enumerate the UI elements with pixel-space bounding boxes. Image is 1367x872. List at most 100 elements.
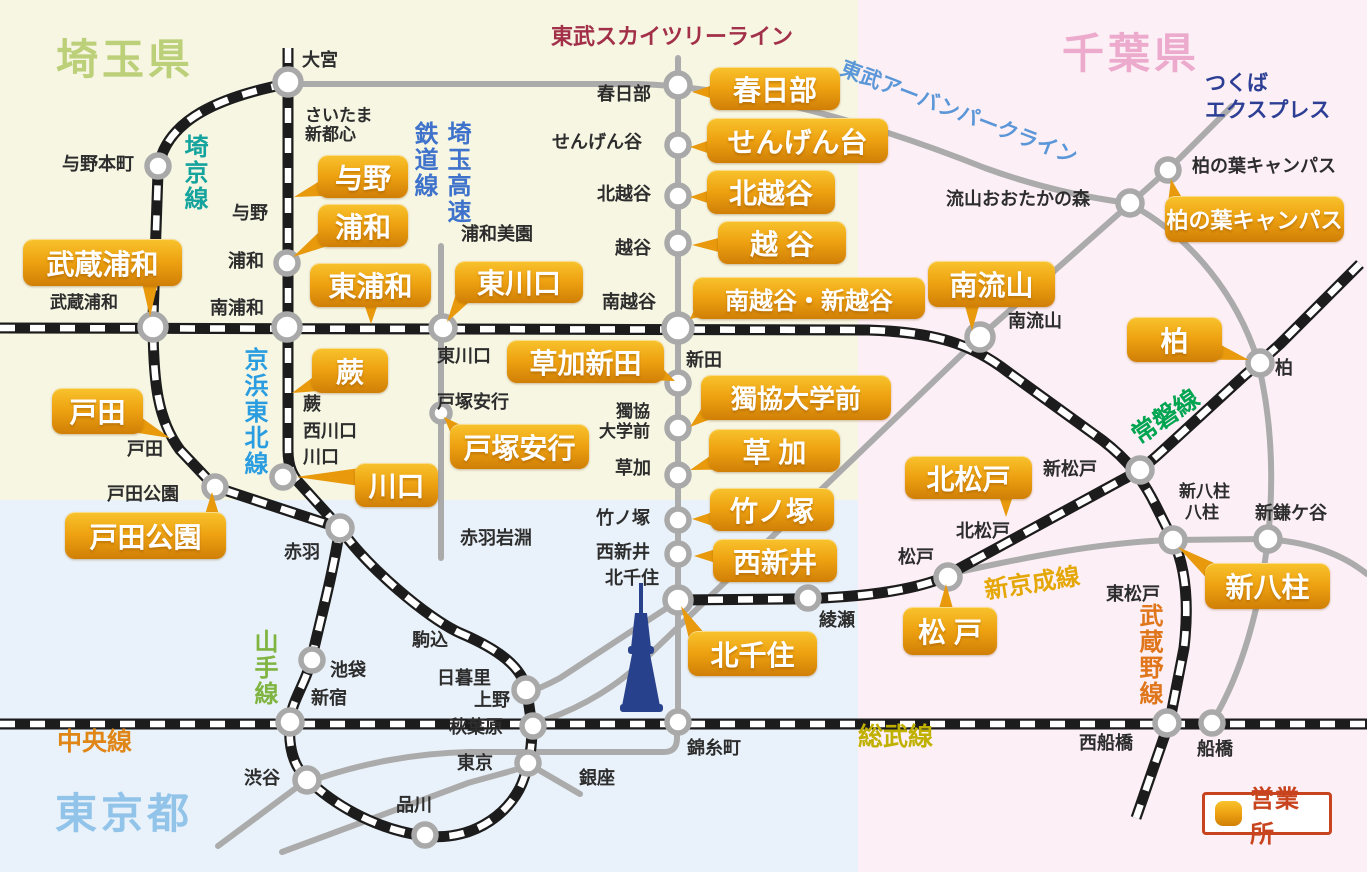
station-minami-urawa[interactable] xyxy=(271,311,303,343)
station-label: 竹ノ塚 xyxy=(596,508,650,528)
station-minami-nagareyama[interactable] xyxy=(964,321,996,353)
station-sengendai[interactable] xyxy=(664,131,692,159)
office-badge-戸塚安行[interactable]: 戸塚安行 xyxy=(450,424,589,469)
office-badge-北越谷[interactable]: 北越谷 xyxy=(707,170,835,214)
office-badge-武蔵浦和[interactable]: 武蔵浦和 xyxy=(23,239,182,286)
station-toda-koen[interactable] xyxy=(201,473,229,501)
station-akihabara[interactable] xyxy=(519,712,547,740)
office-badge-蕨[interactable]: 蕨 xyxy=(312,348,388,393)
line-label: つくば xyxy=(1205,72,1268,95)
office-badge-獨協大学前[interactable]: 獨協大学前 xyxy=(701,375,891,420)
station-label: 戸田 xyxy=(127,439,163,459)
office-badge-柏[interactable]: 柏 xyxy=(1127,317,1222,362)
office-badge-越谷[interactable]: 越 谷 xyxy=(718,221,846,264)
station-shinden[interactable] xyxy=(664,369,692,397)
station-urawa[interactable] xyxy=(273,249,301,277)
office-badge-せんげん台[interactable]: せんげん台 xyxy=(707,118,888,163)
station-takenotsuka[interactable] xyxy=(664,506,692,534)
office-badge-北松戸[interactable]: 北松戸 xyxy=(905,456,1032,499)
office-badge-松戸[interactable]: 松 戸 xyxy=(903,607,997,655)
station-yono-hommachi[interactable] xyxy=(144,152,172,180)
line-label: 埼玉高速 xyxy=(443,121,470,225)
office-badge-柏の葉キャンパス[interactable]: 柏の葉キャンパス xyxy=(1165,196,1344,242)
station-kinshicho[interactable] xyxy=(664,708,692,736)
station-label: せんげん谷 xyxy=(552,132,642,152)
station-shin-yahashira[interactable] xyxy=(1158,525,1188,555)
station-kashiwanoha-campus[interactable] xyxy=(1154,156,1182,184)
station-tokyo[interactable] xyxy=(514,749,542,777)
station-akabane[interactable] xyxy=(325,513,355,543)
station-label: 草加 xyxy=(615,458,651,478)
station-label: 武蔵浦和 xyxy=(50,293,118,312)
station-label: 春日部 xyxy=(597,84,651,104)
station-shinagawa[interactable] xyxy=(411,821,439,849)
station-kasukabe[interactable] xyxy=(663,70,693,100)
station-label: 秋葉原 xyxy=(449,717,503,737)
station-label: 北松戸 xyxy=(956,521,1010,541)
station-label: 戸塚安行 xyxy=(437,392,509,412)
office-badge-新八柱[interactable]: 新八柱 xyxy=(1205,563,1330,609)
station-nagareyama-otakanomori[interactable] xyxy=(1115,188,1145,218)
station-label: 渋谷 xyxy=(244,768,280,788)
office-badge-川口[interactable]: 川口 xyxy=(355,463,438,507)
station-omiya[interactable] xyxy=(272,66,304,98)
station-label: 新八柱 xyxy=(1179,482,1230,501)
station-dokkyo-daigakumae[interactable] xyxy=(664,414,692,442)
office-badge-東川口[interactable]: 東川口 xyxy=(455,261,583,303)
line-label: エクスプレス xyxy=(1205,99,1331,122)
office-badge-南越谷・新越谷[interactable]: 南越谷・新越谷 xyxy=(693,277,925,319)
office-badge-与野[interactable]: 与野 xyxy=(318,155,408,198)
station-label: 東川口 xyxy=(437,346,491,366)
region-label: 東京都 xyxy=(55,790,194,837)
station-shin-kamagaya[interactable] xyxy=(1253,524,1283,554)
station-kita-senju[interactable] xyxy=(662,584,694,616)
office-badge-浦和[interactable]: 浦和 xyxy=(318,204,408,247)
office-badge-北千住[interactable]: 北千住 xyxy=(688,631,817,676)
station-musashi-urawa[interactable] xyxy=(137,311,169,343)
station-label: 新都心 xyxy=(305,125,356,144)
station-ayase[interactable] xyxy=(794,584,822,612)
station-ikebukuro[interactable] xyxy=(298,646,326,674)
station-shibuya[interactable] xyxy=(292,765,322,795)
station-soka[interactable] xyxy=(664,461,692,489)
station-label: 赤羽岩淵 xyxy=(460,528,532,548)
station-label: 新鎌ケ谷 xyxy=(1255,503,1327,523)
office-badge-草加新田[interactable]: 草加新田 xyxy=(507,340,664,383)
office-badge-春日部[interactable]: 春日部 xyxy=(710,67,840,110)
station-label: 北千住 xyxy=(605,568,659,588)
station-label: 北越谷 xyxy=(597,184,651,204)
station-matsudo[interactable] xyxy=(933,562,963,592)
office-badge-南流山[interactable]: 南流山 xyxy=(928,261,1055,307)
station-nishiarai[interactable] xyxy=(664,540,692,568)
station-funabashi[interactable] xyxy=(1198,709,1226,737)
station-ueno-nippori[interactable] xyxy=(511,675,541,705)
station-kita-koshigaya[interactable] xyxy=(664,182,692,210)
station-label: 川口 xyxy=(303,447,339,467)
station-shin-matsudo[interactable] xyxy=(1125,455,1155,485)
office-badge-東浦和[interactable]: 東浦和 xyxy=(310,263,431,307)
office-badge-竹ノ塚[interactable]: 竹ノ塚 xyxy=(710,488,834,531)
office-badge-草加[interactable]: 草 加 xyxy=(709,429,840,472)
line-label: 山手線 xyxy=(250,629,277,707)
badge-tail xyxy=(296,467,367,487)
station-shinjuku[interactable] xyxy=(275,707,305,737)
sales-office-badge-icon xyxy=(1215,801,1242,826)
tsukuba-express-line xyxy=(542,103,1235,723)
legend-sales-office: 営業所 xyxy=(1202,786,1332,848)
office-badge-戸田[interactable]: 戸田 xyxy=(52,388,143,434)
station-kashiwa[interactable] xyxy=(1245,348,1275,378)
office-badge-戸田公園[interactable]: 戸田公園 xyxy=(65,512,226,559)
station-kawaguchi[interactable] xyxy=(269,463,297,491)
station-nishi-funabashi[interactable] xyxy=(1152,708,1182,738)
line-label: 埼京線 xyxy=(180,134,207,212)
station-label: さいたま xyxy=(305,106,373,125)
station-label: 松戸 xyxy=(898,547,934,567)
metro-line-c xyxy=(529,763,583,797)
station-label: 池袋 xyxy=(330,660,366,680)
station-higashi-kawaguchi[interactable] xyxy=(428,313,458,343)
office-badge-西新井[interactable]: 西新井 xyxy=(713,539,837,582)
station-koshigaya[interactable] xyxy=(664,229,692,257)
station-minami-koshigaya[interactable] xyxy=(661,311,695,345)
station-label: 赤羽 xyxy=(284,542,320,562)
station-tozuka-angyo[interactable] xyxy=(429,401,453,425)
